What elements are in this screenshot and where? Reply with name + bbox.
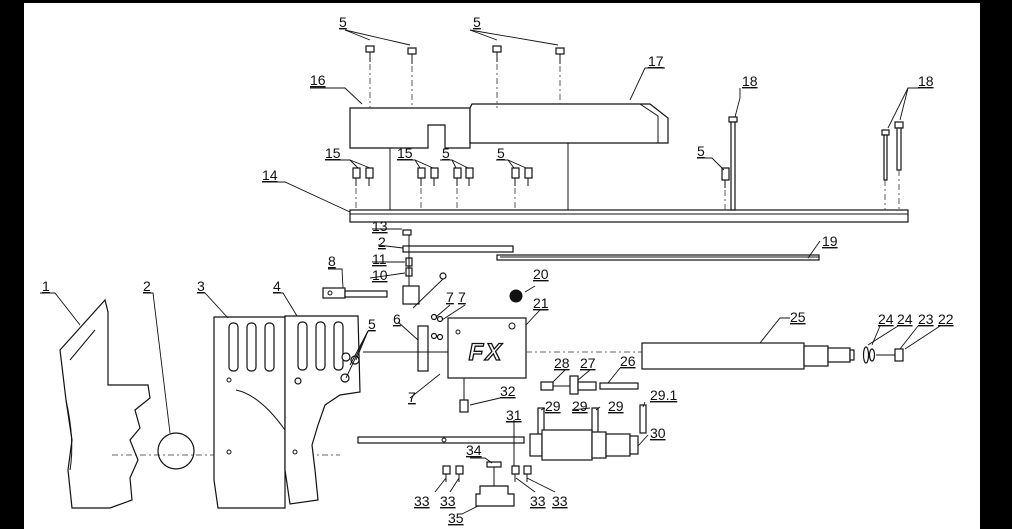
label-part-7: 7: [458, 289, 466, 305]
label-part-26: 26: [620, 353, 636, 369]
label-screw-5: 5: [497, 145, 505, 161]
trigger-parts-31-35: [442, 420, 532, 507]
screw-group-top: [365, 45, 565, 108]
tube-25: [641, 342, 855, 370]
label-screw-5: 5: [368, 316, 376, 332]
stock-part-1: [59, 298, 151, 509]
part-20: [509, 289, 523, 303]
lower-rod: [357, 436, 525, 444]
label-part-31: 31: [506, 407, 522, 423]
valve-parts-26-28: [540, 375, 639, 395]
label-part-34: 34: [466, 442, 482, 458]
label-part-33: 33: [440, 493, 456, 509]
label-part-28: 28: [554, 355, 570, 371]
label-part-33: 33: [414, 493, 430, 509]
fx-logo: FX: [469, 339, 504, 366]
label-part-24: 24: [878, 311, 894, 327]
label-screw-5: 5: [339, 14, 347, 30]
label-part-19: 19: [822, 233, 838, 249]
leader-lines: [40, 29, 941, 515]
label-part-2b: 2: [378, 234, 386, 250]
label-part-7: 7: [446, 289, 454, 305]
part-2-disc: [157, 432, 195, 470]
label-part-29: 29: [545, 398, 561, 414]
label-screw-5: 5: [442, 145, 450, 161]
label-part-20: 20: [533, 266, 549, 282]
pin-18-group: [728, 116, 904, 211]
label-part-3: 3: [197, 278, 205, 294]
label-part-29-1: 29.1: [650, 387, 677, 403]
label-part-1: 1: [42, 278, 50, 294]
label-part-2: 2: [143, 278, 151, 294]
cylinder-30: [529, 404, 647, 461]
upper-stack: [402, 229, 514, 305]
label-part-23: 23: [918, 311, 934, 327]
bar-19: [496, 254, 820, 261]
rail-14: [349, 209, 909, 223]
end-parts-22-24: [862, 346, 904, 364]
grip-plate-4: [284, 315, 361, 505]
diagram-frame: FX: [24, 3, 980, 529]
receiver-block-21: FX: [447, 317, 527, 379]
label-part-15: 15: [397, 145, 413, 161]
exploded-parts-diagram: FX: [40, 14, 954, 526]
label-part-7: 7: [408, 389, 416, 405]
label-part-27: 27: [580, 355, 596, 371]
part-ball: [439, 272, 447, 280]
label-part-21: 21: [533, 295, 549, 311]
label-part-15: 15: [325, 145, 341, 161]
label-part-17: 17: [648, 53, 664, 69]
top-cover-17: [469, 103, 669, 144]
label-part-10: 10: [372, 267, 388, 283]
part-32: [459, 399, 469, 413]
label-part-11: 11: [372, 251, 387, 267]
label-part-33: 33: [552, 493, 568, 509]
part-8: [322, 287, 388, 299]
screw-group-middle: [352, 167, 730, 210]
label-part-8: 8: [328, 253, 336, 269]
label-part-24: 24: [897, 311, 913, 327]
grip-plate-3: [213, 316, 286, 509]
label-part-14: 14: [262, 167, 278, 183]
part-6: [417, 325, 429, 372]
label-part-22: 22: [938, 311, 954, 327]
label-part-13: 13: [372, 218, 388, 234]
corner-mark: 3: [0, 22, 22, 62]
label-screw-5: 5: [473, 14, 481, 30]
label-part-18: 18: [918, 73, 934, 89]
label-part-6: 6: [393, 311, 401, 327]
label-part-25: 25: [790, 309, 806, 325]
top-cover-16: [349, 107, 471, 149]
label-part-35: 35: [448, 510, 464, 526]
label-screw-5: 5: [697, 143, 705, 159]
label-part-4: 4: [273, 278, 281, 294]
label-part-29: 29: [608, 398, 624, 414]
label-part-33: 33: [530, 493, 546, 509]
label-part-29: 29: [572, 398, 588, 414]
part-labels: 1 2 3 4 5 5 5 5 5 5 6 7 7 7 8 10 11 2 13…: [42, 14, 954, 526]
label-part-18: 18: [742, 73, 758, 89]
label-part-16: 16: [310, 72, 326, 88]
label-part-32: 32: [500, 383, 516, 399]
label-part-30: 30: [650, 425, 666, 441]
